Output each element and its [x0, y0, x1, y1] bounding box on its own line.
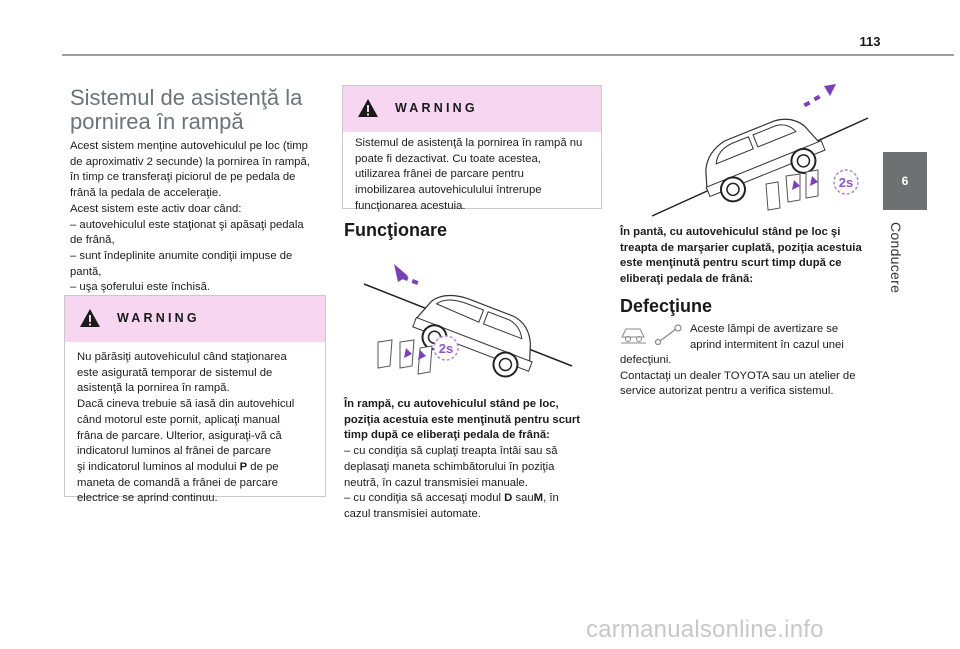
caption-bold-line: În pantă, cu autovehiculul stând pe loc … — [620, 226, 841, 238]
warning-line: electrice se aprind continuu. — [77, 492, 218, 505]
watermark: carmanualsonline.info — [586, 616, 824, 643]
mode-d: D — [504, 492, 513, 505]
caption-line: – cu condiţia să accesaţi modul D sauM, … — [344, 492, 559, 505]
pedal-arrows-icon — [792, 176, 818, 190]
intro-line: – sunt îndeplinite anumite condiţii impu… — [70, 249, 293, 262]
car-icon — [705, 118, 826, 203]
middle-warning-box: WARNING Sistemul de asistenţă la pornire… — [342, 85, 602, 212]
warning-line: Nu părăsiţi autovehiculul când staţionar… — [77, 351, 287, 363]
motion-arrow-icon — [394, 264, 419, 285]
warning-line: şi indicatorul luminos al modului P de p… — [77, 460, 279, 473]
warning-header: WARNING — [65, 296, 325, 342]
left-warning-box: WARNING Nu părăsiţi autovehiculul când s… — [64, 295, 326, 504]
caption-bold-line: timp după ce eliberaţi pedala de frână: — [344, 429, 550, 442]
warning-line: funcţionarea acestuia. — [355, 199, 466, 212]
caption-bold-line: eliberaţi pedala de frână: — [620, 273, 754, 286]
downhill-car-illustration: 2s — [651, 84, 869, 217]
warning-line: indicatorul luminos al frânei de parcare — [77, 445, 272, 458]
warning-line: când motorul este pornit, aplicaţi manua… — [77, 413, 280, 426]
warning-line: asistenţă la pornirea în rampă. — [77, 382, 230, 395]
section-title: Sistemul de asistenţă la pornirea în ram… — [70, 85, 303, 134]
caption-bold-line: este menţinută pentru scurt timp după ce — [620, 257, 842, 270]
intro-line: – autovehiculul este staţionat şi apăsaţ… — [70, 218, 304, 231]
caption-line: – cu condiţia să cuplaţi treapta întâi s… — [344, 445, 558, 458]
intro-line: Acest sistem menţine autovehiculul pe lo… — [70, 140, 308, 152]
uphill-car-illustration: 2s — [363, 264, 573, 378]
intro-line: pantă, — [70, 265, 102, 278]
fault-line: Contactaţi un dealer TOYOTA sau un ateli… — [620, 369, 856, 382]
timer-label: 2s — [439, 341, 453, 356]
wrench-lamp-icon — [654, 324, 682, 345]
intro-line: în timp ce transferaţi piciorul de pe pe… — [70, 171, 296, 184]
warning-title: WARNING — [395, 101, 478, 115]
fault-text-indented: Aceste lămpi de avertizare se aprind int… — [690, 322, 880, 353]
mode-letter-p: P — [239, 460, 248, 473]
warning-line: frâna de parcare. Ulterior, asiguraţi-vă… — [77, 429, 282, 442]
warning-line: este asigurată temporar de sistemul de — [77, 366, 273, 379]
header-divider — [62, 54, 954, 56]
intro-line: de frână, — [70, 234, 115, 247]
car-slope-lamp-icon — [621, 328, 646, 344]
intro-line: de aproximativ 2 secunde) la pornirea în… — [70, 155, 310, 168]
caption-line: cazul transmisiei automate. — [344, 507, 481, 520]
fault-line: Aceste lămpi de avertizare se — [690, 323, 839, 335]
fault-line: defecţiuni. — [620, 354, 672, 366]
fault-heading: Defecţiune — [620, 296, 713, 316]
warning-title: WARNING — [117, 311, 200, 325]
mode-m: M — [533, 492, 544, 505]
page-number: 113 — [859, 34, 881, 49]
intro-line: frână la pedala de acceleraţie. — [70, 187, 222, 200]
caption-bold-line: poziţia acestuia este menţinută pentru s… — [344, 413, 581, 426]
warning-body: Sistemul de asistenţă la pornirea în ram… — [343, 132, 601, 225]
intro-line: – uşa şoferului este închisă. — [70, 281, 211, 294]
reverse-caption: În pantă, cu autovehiculul stând pe loc … — [620, 225, 882, 288]
fault-text: defecţiuni. Contactaţi un dealer TOYOTA … — [620, 353, 882, 400]
caption-line: deplasaţi maneta schimbătorului în poziţ… — [344, 460, 555, 473]
warning-line: imobilizarea autovehiculului întrerupe — [355, 184, 542, 197]
left-column: Sistemul de asistenţă la pornirea în ram… — [70, 86, 332, 134]
warning-header: WARNING — [343, 86, 601, 132]
warning-line: poate fi dezactivat. Cu toate acestea, — [355, 152, 541, 165]
timer-circle — [433, 335, 459, 361]
warning-line: utilizarea frânei de parcare pentru — [355, 168, 524, 181]
chapter-side-label: Conducere — [888, 222, 904, 294]
warning-triangle-icon — [358, 99, 378, 117]
caption-bold-line: treapta de marşarier cuplată, poziţia ac… — [620, 241, 862, 254]
chapter-tab[interactable]: 6 — [883, 152, 927, 210]
warning-triangle-icon — [80, 309, 100, 327]
fault-line: aprind intermitent în cazul unei — [690, 338, 844, 351]
warning-line: Dacă cineva trebuie să iasă din autovehi… — [77, 398, 295, 411]
caption-bold-line: În rampă, cu autovehiculul stând pe loc, — [344, 398, 559, 410]
fault-heading-wrap: Defecţiune — [620, 296, 712, 317]
fault-line: service autorizat pentru a verifica sist… — [620, 385, 834, 398]
warning-line: maneta de comandă a frânei de parcare — [77, 476, 278, 489]
warning-body: Nu părăsiţi autovehiculul când staţionar… — [65, 342, 325, 517]
timer-circle — [833, 169, 859, 195]
operation-heading-wrap: Funcţionare — [344, 220, 447, 241]
operation-heading: Funcţionare — [344, 220, 448, 240]
warning-line: Sistemul de asistenţă la pornirea în ram… — [355, 137, 583, 149]
pedal-arrows-icon — [404, 348, 426, 360]
intro-line: Acest sistem este activ doar când: — [70, 202, 242, 215]
caption-line: neutră, în cazul transmisiei manuale. — [344, 476, 528, 489]
motion-arrow-icon — [803, 84, 836, 108]
fault-warning-lamps — [621, 324, 682, 345]
intro-text: Acest sistem menţine autovehiculul pe lo… — [70, 139, 332, 296]
timer-label: 2s — [839, 175, 853, 190]
operation-caption: În rampă, cu autovehiculul stând pe loc,… — [344, 397, 606, 523]
